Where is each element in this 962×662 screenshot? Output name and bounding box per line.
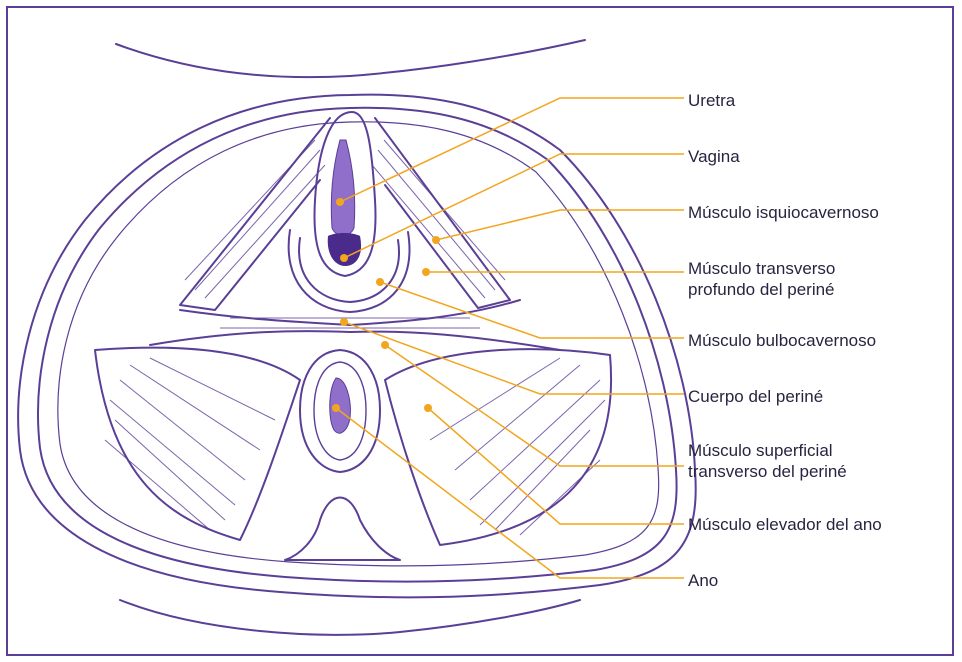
leader-lines xyxy=(336,98,684,578)
fat-contour xyxy=(58,122,659,566)
left-levator xyxy=(95,348,300,540)
lower-skin-fold xyxy=(120,600,580,635)
label-uretra: Uretra xyxy=(688,90,735,111)
inner-contour xyxy=(38,108,677,582)
right-ischiocavernosus xyxy=(375,118,510,308)
superficial-transverse-2 xyxy=(150,331,560,350)
leader-bulbocavernoso xyxy=(380,282,684,338)
leader-uretra xyxy=(340,98,684,202)
label-superficial-transverso-line-2: transverso del periné xyxy=(688,461,847,482)
label-uretra-line-1: Uretra xyxy=(688,90,735,111)
leader-isquiocavernoso xyxy=(436,210,684,240)
label-cuerpo-perine-line-1: Cuerpo del periné xyxy=(688,386,823,407)
label-superficial-transverso: Músculo superficial transverso del perin… xyxy=(688,440,847,482)
label-cuerpo-perine: Cuerpo del periné xyxy=(688,386,823,407)
label-vagina: Vagina xyxy=(688,146,740,167)
leader-ano xyxy=(336,408,684,578)
label-vagina-line-1: Vagina xyxy=(688,146,740,167)
label-isquiocavernoso: Músculo isquiocavernoso xyxy=(688,202,879,223)
label-transverso-profundo: Músculo transverso profundo del periné xyxy=(688,258,835,300)
label-transverso-profundo-line-2: profundo del periné xyxy=(688,279,835,300)
coccyx xyxy=(285,498,400,561)
label-bulbocavernoso-line-1: Músculo bulbocavernoso xyxy=(688,330,876,351)
label-ano: Ano xyxy=(688,570,718,591)
label-elevador-ano: Músculo elevador del ano xyxy=(688,514,882,535)
label-ano-line-1: Ano xyxy=(688,570,718,591)
label-superficial-transverso-line-1: Músculo superficial xyxy=(688,440,847,461)
urethra-fill xyxy=(331,140,354,236)
label-transverso-profundo-line-1: Músculo transverso xyxy=(688,258,835,279)
label-isquiocavernoso-line-1: Músculo isquiocavernoso xyxy=(688,202,879,223)
label-bulbocavernoso: Músculo bulbocavernoso xyxy=(688,330,876,351)
upper-skin-fold xyxy=(116,40,585,77)
label-elevador-ano-line-1: Músculo elevador del ano xyxy=(688,514,882,535)
